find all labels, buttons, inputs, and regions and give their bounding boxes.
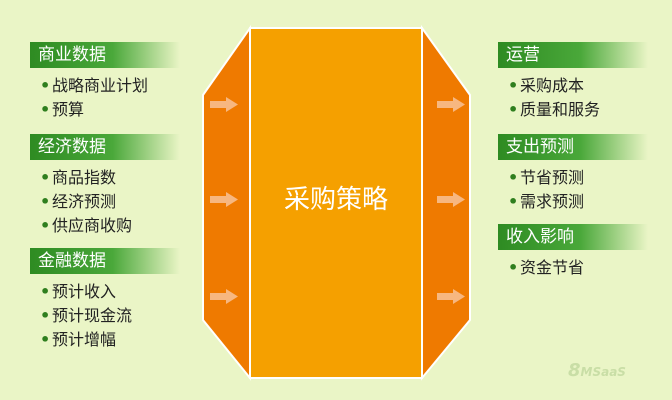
panel-revenue-impact: 收入影响 •资金节省 [498, 224, 648, 280]
bullet-icon: • [508, 100, 519, 119]
panel-heading: 经济数据 [30, 134, 180, 160]
center-label: 采购策略 [283, 185, 388, 215]
panel-heading: 运营 [498, 42, 648, 68]
panel-operations: 运营 •采购成本 •质量和服务 [498, 42, 648, 122]
bullet-icon: • [40, 192, 51, 211]
list-item: •经济预测 [30, 190, 180, 214]
panel-heading: 收入影响 [498, 224, 648, 250]
list-item: •资金节省 [498, 256, 648, 280]
panel-heading: 金融数据 [30, 248, 180, 274]
list-item: •采购成本 [498, 74, 648, 98]
bullet-icon: • [40, 330, 51, 349]
left-arrow-1 [210, 97, 238, 112]
list-item: •战略商业计划 [30, 74, 180, 98]
list-item: •商品指数 [30, 166, 180, 190]
list-item: •预计增幅 [30, 328, 180, 352]
list-item: •预计收入 [30, 280, 180, 304]
panel-financial-data: 金融数据 •预计收入 •预计现金流 •预计增幅 [30, 248, 180, 352]
left-arrow-3 [210, 289, 238, 304]
center-block [249, 27, 423, 379]
right-arrow-2 [437, 192, 465, 207]
right-arrow-3 [437, 289, 465, 304]
list-item: •供应商收购 [30, 214, 180, 238]
panel-business-data: 商业数据 •战略商业计划 •预算 [30, 42, 180, 122]
panel-heading: 商业数据 [30, 42, 180, 68]
panel-heading: 支出预测 [498, 134, 648, 160]
list-item: •节省预测 [498, 166, 648, 190]
panel-spend-forecast: 支出预测 •节省预测 •需求预测 [498, 134, 648, 214]
right-arrow-1 [437, 97, 465, 112]
bullet-icon: • [508, 192, 519, 211]
bullet-icon: • [40, 306, 51, 325]
bullet-icon: • [508, 258, 519, 277]
list-item: •质量和服务 [498, 98, 648, 122]
left-arrow-2 [210, 192, 238, 207]
bullet-icon: • [40, 216, 51, 235]
list-item: •预计现金流 [30, 304, 180, 328]
bullet-icon: • [40, 76, 51, 95]
bullet-icon: • [40, 168, 51, 187]
bullet-icon: • [40, 282, 51, 301]
bullet-icon: • [40, 100, 51, 119]
list-item: •预算 [30, 98, 180, 122]
brand-watermark: 8MSaaS [568, 360, 626, 381]
bullet-icon: • [508, 168, 519, 187]
bullet-icon: • [508, 76, 519, 95]
panel-economic-data: 经济数据 •商品指数 •经济预测 •供应商收购 [30, 134, 180, 238]
list-item: •需求预测 [498, 190, 648, 214]
